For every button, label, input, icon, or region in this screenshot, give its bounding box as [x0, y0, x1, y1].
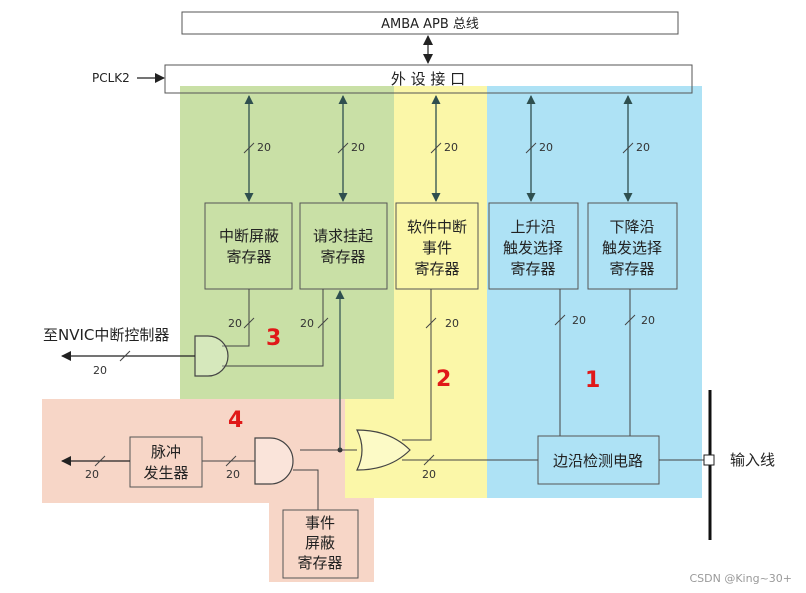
region-number-4: 4 — [228, 408, 243, 433]
pclk2-label: PCLK2 — [92, 71, 130, 85]
software-interrupt-event-register-line-1: 软件中断 — [407, 218, 467, 236]
event-and-gate — [254, 437, 294, 485]
bus-width-tick — [624, 314, 636, 326]
bus-width-tick — [119, 350, 131, 362]
rising-trigger-select-register — [488, 202, 579, 290]
bus-width-tick — [94, 455, 106, 467]
bus-width-label: 20 — [422, 468, 436, 481]
bus-width-label: 20 — [572, 314, 586, 327]
pending-request-register-line-1: 请求挂起 — [313, 227, 373, 245]
bus-width-label: 20 — [93, 364, 107, 377]
rising-trigger-select-register-line-3: 寄存器 — [510, 260, 555, 278]
event-mask-output-wire — [293, 469, 319, 510]
bus-width-tick — [622, 142, 634, 154]
event-mask-register — [282, 509, 359, 579]
rising-trigger-select-register-line-2: 触发选择 — [503, 239, 563, 257]
bus-width-tick — [423, 454, 435, 466]
bus-width-tick — [425, 317, 437, 329]
event-or-gate — [356, 429, 411, 471]
peripheral-interface — [164, 64, 693, 94]
software-interrupt-event-register — [395, 202, 479, 290]
region-1-background — [487, 86, 702, 498]
software-interrupt-event-register-line-3: 寄存器 — [414, 260, 459, 278]
bus-width-label: 20 — [641, 314, 655, 327]
falling-trigger-select-register-line-1: 下降沿 — [609, 218, 654, 236]
region-3-background — [180, 86, 394, 399]
pending-request-register — [299, 202, 388, 290]
bus-width-tick — [243, 317, 255, 329]
bus-width-tick — [430, 142, 442, 154]
edge-detect-circuit-label: 边沿检测电路 — [553, 452, 643, 470]
pulse-generator-line-1: 脉冲 — [151, 443, 181, 461]
bus-width-tick — [243, 142, 255, 154]
region-4-extension-background — [269, 498, 374, 582]
bus-width-tick — [225, 455, 237, 467]
bus-width-tick — [337, 142, 349, 154]
software-interrupt-output-wire — [402, 289, 432, 441]
pending-request-output-wire — [222, 289, 324, 367]
bus-width-tick — [525, 142, 537, 154]
interrupt-mask-register-line-1: 中断屏蔽 — [219, 227, 279, 245]
bus-width-label: 20 — [444, 141, 458, 154]
pulse-generator — [129, 436, 203, 488]
input-line-label: 输入线 — [730, 451, 775, 469]
bus-width-tick — [317, 317, 329, 329]
amba-apb-bus — [181, 11, 679, 35]
bus-width-label: 20 — [226, 468, 240, 481]
bus-width-label: 20 — [85, 468, 99, 481]
event-mask-register-line-1: 事件 — [305, 514, 335, 532]
falling-trigger-select-register-line-2: 触发选择 — [602, 239, 662, 257]
input-pin-square — [703, 454, 715, 466]
bus-width-label: 20 — [539, 141, 553, 154]
interrupt-mask-register-line-2: 寄存器 — [226, 248, 271, 266]
falling-trigger-select-register — [587, 202, 678, 290]
interrupt-mask-output-wire — [222, 289, 250, 347]
software-interrupt-event-register-line-2: 事件 — [422, 239, 452, 257]
region-4-background — [42, 399, 345, 503]
peripheral-interface-label: 外 设 接 口 — [391, 70, 465, 88]
bus-width-label: 20 — [636, 141, 650, 154]
event-mask-register-line-3: 寄存器 — [297, 554, 342, 572]
region-number-1: 1 — [585, 368, 600, 393]
pending-request-register-line-2: 寄存器 — [320, 248, 365, 266]
bus-width-label: 20 — [300, 317, 314, 330]
amba-apb-bus-label: AMBA APB 总线 — [381, 17, 479, 32]
pulse-generator-line-2: 发生器 — [143, 464, 188, 482]
bus-width-label: 20 — [445, 317, 459, 330]
region-number-3: 3 — [266, 326, 281, 351]
interrupt-and-gate — [194, 335, 229, 377]
watermark: CSDN @King~30+ — [689, 572, 792, 585]
bus-width-tick — [554, 314, 566, 326]
falling-trigger-select-register-line-3: 寄存器 — [609, 260, 654, 278]
rising-trigger-select-register-line-1: 上升沿 — [510, 218, 555, 236]
event-mask-register-line-2: 屏蔽 — [305, 534, 335, 552]
bus-width-label: 20 — [351, 141, 365, 154]
nvic-output-label: 至NVIC中断控制器 — [43, 326, 169, 344]
bus-width-label: 20 — [257, 141, 271, 154]
bus-width-label: 20 — [228, 317, 242, 330]
region-number-2: 2 — [436, 367, 451, 392]
